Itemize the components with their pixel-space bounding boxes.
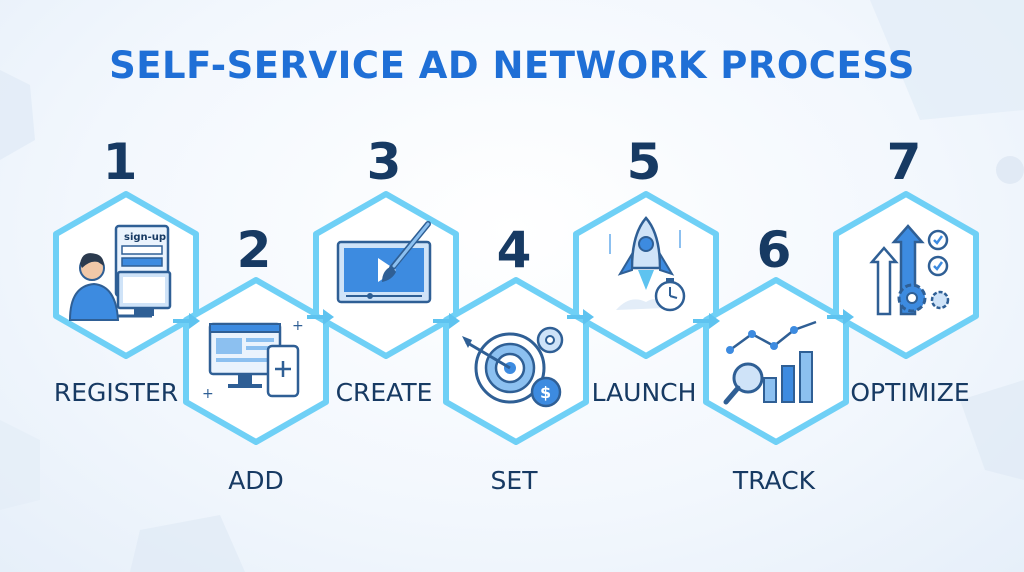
step-number-7: 7 (886, 133, 922, 191)
step-number-3: 3 (366, 133, 402, 191)
optimize-growth-icon (869, 224, 950, 316)
analytics-tracking-icon (723, 320, 817, 405)
creative-design-icon (336, 221, 432, 304)
step-optimize (826, 190, 986, 360)
step-label-set: SET (490, 466, 538, 495)
step-number-1: 1 (102, 133, 138, 191)
step-number-5: 5 (626, 133, 662, 191)
user-signup-icon: sign-up (68, 224, 172, 321)
arrow-3-4 (433, 313, 460, 329)
target-budget-icon: $ (462, 326, 564, 408)
step-number-4: 4 (496, 221, 532, 279)
step-label-launch: LAUNCH (591, 378, 697, 407)
step-label-track: TRACK (732, 466, 816, 495)
step-register: sign-up (46, 190, 206, 360)
arrow-4-5 (567, 309, 594, 325)
website-app-icon: + + (202, 318, 304, 402)
step-label-create: CREATE (335, 378, 433, 407)
signup-form-text: sign-up (124, 232, 166, 243)
step-label-register: REGISTER (53, 378, 179, 407)
step-number-6: 6 (756, 221, 792, 279)
step-track (696, 276, 856, 446)
step-label-add: ADD (228, 466, 284, 495)
step-create (306, 190, 466, 360)
step-add: + + (176, 276, 336, 446)
page-title: SELF-SERVICE AD NETWORK PROCESS (109, 44, 915, 87)
svg-text:+: + (292, 318, 304, 334)
arrow-1-2 (173, 313, 200, 329)
step-set: $ (436, 276, 596, 446)
arrow-2-3 (307, 309, 334, 325)
step-label-optimize: OPTIMIZE (850, 378, 970, 407)
arrow-6-7 (827, 309, 854, 325)
rocket-launch-icon (609, 216, 686, 312)
svg-text:+: + (202, 386, 214, 402)
step-number-2: 2 (236, 221, 272, 279)
arrow-5-6 (693, 313, 720, 329)
step-launch (566, 190, 726, 360)
svg-text:$: $ (540, 383, 551, 402)
